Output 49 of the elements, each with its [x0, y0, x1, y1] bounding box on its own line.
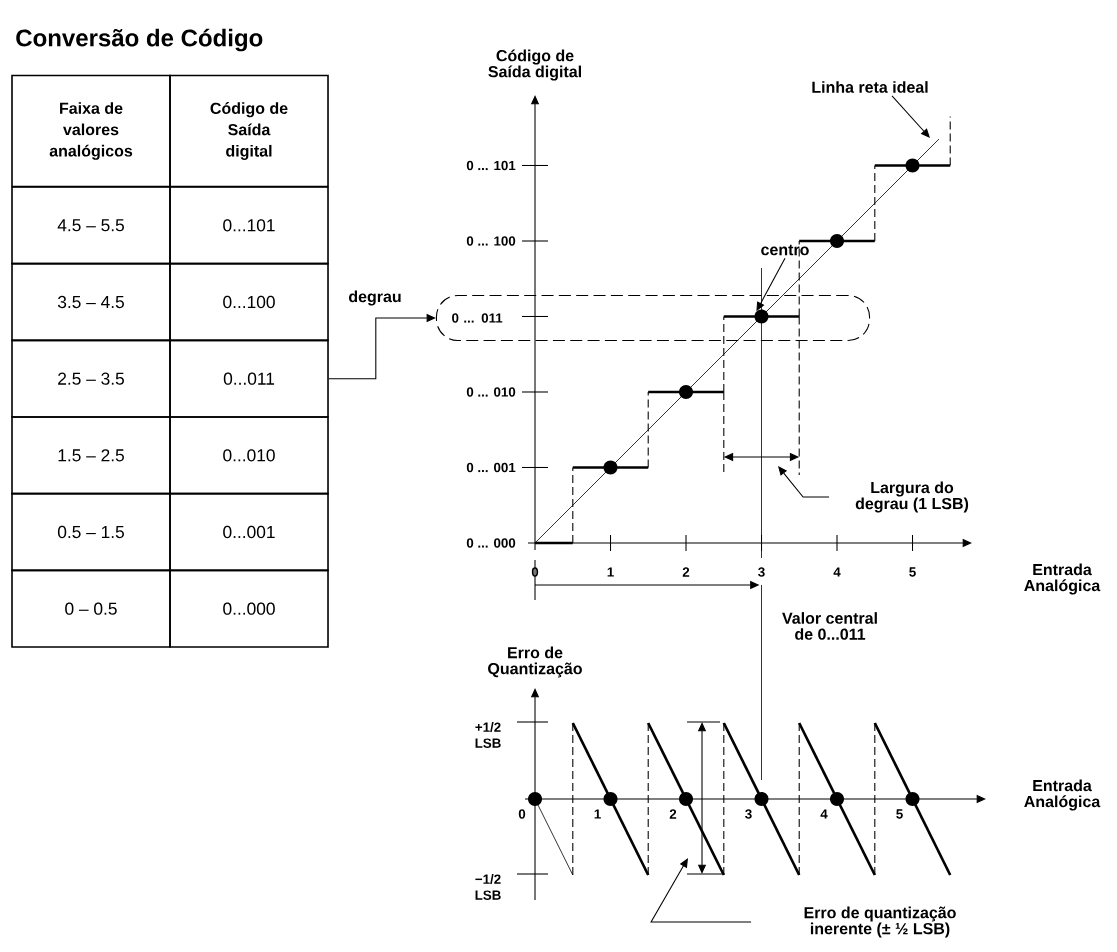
table-cell: 0...010	[169, 416, 329, 495]
table-cell: 0...100	[169, 262, 329, 342]
table-header: Faixa de valores analógicos	[11, 74, 171, 188]
tick-label: 5	[909, 567, 916, 577]
table-cell: 0...000	[169, 569, 329, 648]
axis-title: Erro de Quantização	[488, 646, 582, 678]
table-cell: 0...001	[169, 492, 329, 572]
axis-title: Entrada Analógica	[1024, 563, 1101, 595]
leader-text: centro	[761, 244, 809, 256]
table-title: Conversão de Código	[16, 28, 263, 52]
table-cell: 2.5 – 3.5	[11, 339, 171, 418]
tick-label: 0 ... 010	[466, 387, 516, 397]
table-cell: 0...011	[169, 339, 329, 418]
table-cell: 3.5 – 4.5	[11, 262, 171, 342]
tick-label: 3	[758, 567, 765, 577]
tick-label: 0	[531, 567, 539, 577]
annotation-text: Valor central de 0...011	[782, 612, 877, 640]
tick-label: 0 ... 101	[466, 160, 516, 171]
edge-label: degrau	[349, 290, 401, 306]
step-band: 0 ... 011	[435, 294, 871, 342]
tick-label: 0 ... 000	[466, 538, 516, 548]
leader-text: Largura do degrau (1 LSB)	[855, 481, 969, 513]
leader-line	[891, 95, 930, 138]
tick-label: 0 ... 001	[466, 462, 516, 473]
leader-text: Erro de quantização inerente (± ½ LSB)	[804, 906, 956, 938]
axis-title: Código de Saída digital	[488, 49, 581, 81]
table-cell: 0...101	[169, 186, 329, 265]
table-cell: 4.5 – 5.5	[11, 186, 171, 265]
tick-label: +1/2 LSB	[475, 722, 501, 748]
tick-label: 1	[607, 567, 614, 577]
tick-label: 0	[518, 809, 526, 819]
table-cell: 1.5 – 2.5	[11, 416, 171, 495]
tick-label: 4	[833, 567, 841, 577]
leader-text: Linha reta ideal	[812, 81, 928, 93]
tick-label: 4	[820, 809, 828, 819]
tick-label: 5	[896, 809, 903, 819]
tick-label: 2	[669, 809, 677, 819]
table-cell: 0 – 0.5	[11, 569, 171, 648]
tick-label: 0 ... 100	[466, 236, 516, 246]
tick-label: 1	[594, 809, 601, 819]
tick-label: −1/2 LSB	[475, 874, 501, 900]
tick-label: 2	[682, 567, 690, 577]
table-header: Código de Saída digital	[169, 74, 329, 188]
leader-line	[650, 858, 752, 923]
arrow	[328, 313, 436, 380]
axis-title: Entrada Analógica	[1024, 779, 1101, 811]
table-cell: 0.5 – 1.5	[11, 492, 171, 572]
tick-label: 3	[745, 809, 752, 819]
leader-line	[778, 466, 830, 498]
